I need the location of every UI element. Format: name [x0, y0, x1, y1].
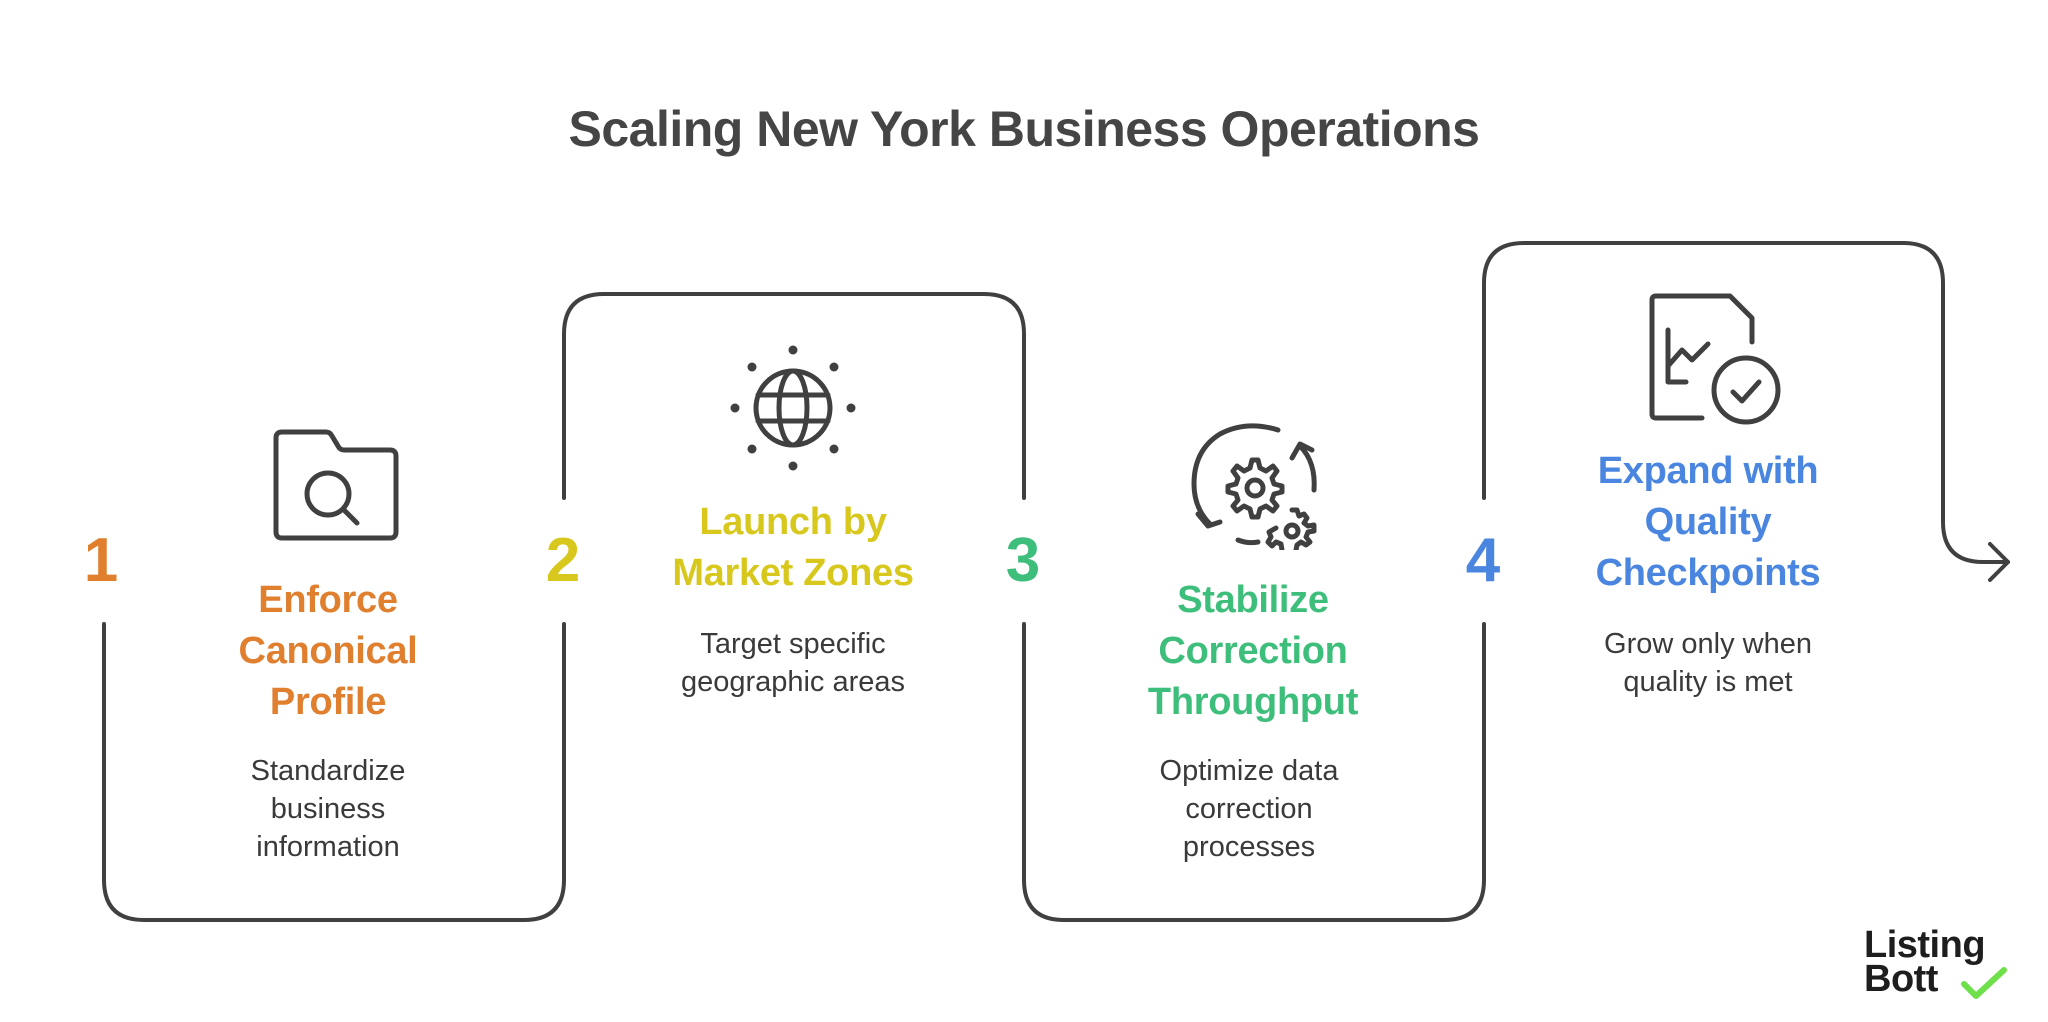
- step-4-title-line: Checkpoints: [1595, 552, 1821, 594]
- step-1-number: 1: [83, 526, 119, 595]
- step-4-title-line: Quality: [1644, 501, 1772, 543]
- step-1-title-line: Enforce: [258, 579, 398, 621]
- step-4-number: 4: [1465, 526, 1501, 595]
- step-3-number: 3: [1005, 526, 1041, 595]
- step-1-description-line: business: [270, 793, 386, 825]
- step-2-description: Target specific geographic areas: [633, 625, 953, 701]
- folder-search-icon: [273, 429, 399, 541]
- step-1-description-line: Standardize: [250, 755, 406, 787]
- step-3-description-line: Optimize data: [1159, 755, 1339, 787]
- step-3-description-line: correction: [1185, 793, 1313, 825]
- checkmark-icon: [1961, 967, 2007, 999]
- step-1-title: Enforce Canonical Profile: [168, 575, 488, 728]
- step-2-number: 2: [545, 526, 581, 595]
- step-3-title: Stabilize Correction Throughput: [1093, 575, 1413, 728]
- step-1-description-line: information: [256, 831, 400, 863]
- step-4-description-line: quality is met: [1623, 666, 1793, 698]
- step-1-title-line: Canonical: [238, 630, 418, 672]
- step-2-title-line: Launch by: [699, 501, 887, 543]
- step-2-description-line: geographic areas: [680, 666, 906, 698]
- step-2-description-line: Target specific: [700, 628, 886, 660]
- step-2-title: Launch by Market Zones: [633, 497, 953, 599]
- step-4-title: Expand with Quality Checkpoints: [1548, 446, 1868, 599]
- step-1-description: Standardize business information: [168, 752, 488, 866]
- step-3-description-line: processes: [1182, 831, 1316, 863]
- gears-cycle-icon: [1191, 423, 1317, 550]
- report-check-icon: [1649, 293, 1781, 425]
- step-2-title-line: Market Zones: [672, 552, 914, 594]
- step-4-description: Grow only when quality is met: [1548, 625, 1868, 701]
- step-3-title-line: Correction: [1158, 630, 1348, 672]
- listingbott-logo: Listing Bott: [1864, 924, 2007, 1000]
- step-4-title-line: Expand with: [1597, 450, 1819, 492]
- logo-line-1: Listing: [1864, 924, 1986, 966]
- step-3-description: Optimize data correction processes: [1089, 752, 1409, 866]
- step-1-title-line: Profile: [269, 681, 387, 723]
- step-3-title-line: Stabilize: [1177, 579, 1329, 621]
- step-4-description-line: Grow only when: [1604, 628, 1812, 660]
- logo-line-2: Bott: [1864, 958, 1938, 1000]
- globe-icon: [730, 345, 856, 471]
- diagram-title: Scaling New York Business Operations: [568, 101, 1480, 157]
- step-3-title-line: Throughput: [1147, 681, 1359, 723]
